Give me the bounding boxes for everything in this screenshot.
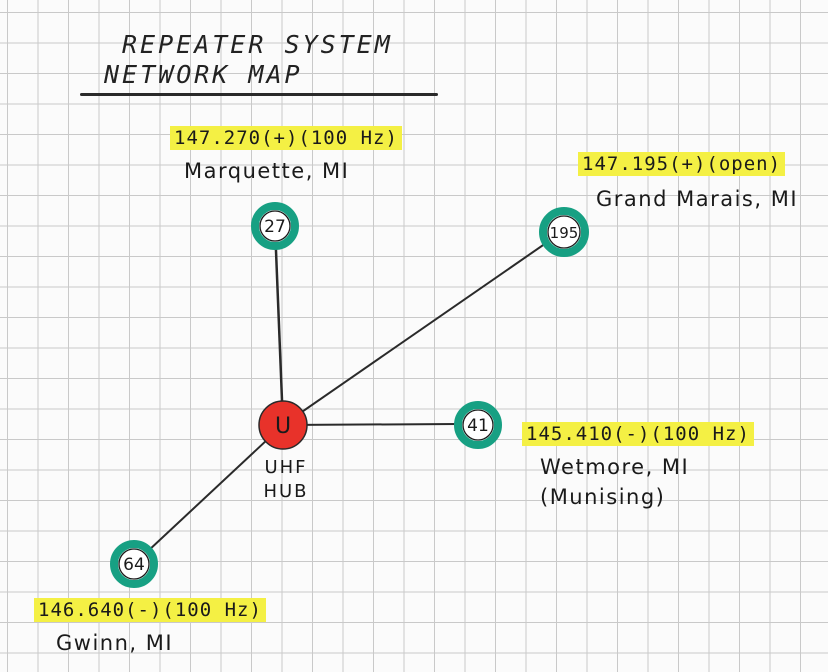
wetmore-city: Wetmore, MI [540, 455, 690, 479]
grand-marais-city: Grand Marais, MI [596, 187, 799, 211]
gwinn-frequency: 146.640(-)(100 Hz) [34, 598, 266, 622]
link-hub-wetmore [282, 423, 459, 426]
gwinn-city: Gwinn, MI [56, 631, 174, 655]
wetmore-subtitle: (Munising) [540, 485, 666, 509]
node-code-gwinn: 64 [123, 555, 145, 575]
link-hub-marquette [273, 225, 285, 426]
title-underline [80, 93, 438, 96]
node-wetmore[interactable]: 41 [454, 401, 502, 449]
grand-marais-frequency: 147.195(+)(open) [578, 152, 786, 176]
link-hub-gwinn [132, 424, 284, 566]
node-grand-marais[interactable]: 195 [539, 207, 589, 257]
node-code-grand-marais: 195 [550, 224, 579, 242]
node-code-wetmore: 41 [467, 416, 489, 436]
hub-code: U [275, 414, 291, 439]
marquette-city: Marquette, MI [184, 159, 350, 183]
node-code-marquette: 27 [264, 217, 286, 237]
wetmore-frequency: 145.410(-)(100 Hz) [522, 422, 754, 446]
hub-label-line-1: UHF [264, 457, 308, 478]
title-line-2: NETWORK MAP [104, 60, 303, 89]
marquette-frequency: 147.270(+)(100 Hz) [170, 126, 402, 150]
link-hub-grand-marais [282, 231, 563, 426]
node-gwinn[interactable]: 64 [110, 540, 158, 588]
hub-label: UHF HUB [256, 456, 316, 504]
diagram-title: REPEATER SYSTEM NETWORK MAP [78, 30, 438, 90]
title-line-1: REPEATER SYSTEM [122, 30, 393, 59]
hub-label-line-2: HUB [263, 481, 309, 502]
node-marquette[interactable]: 27 [251, 202, 299, 250]
uhf-hub-node[interactable]: U [258, 400, 308, 450]
